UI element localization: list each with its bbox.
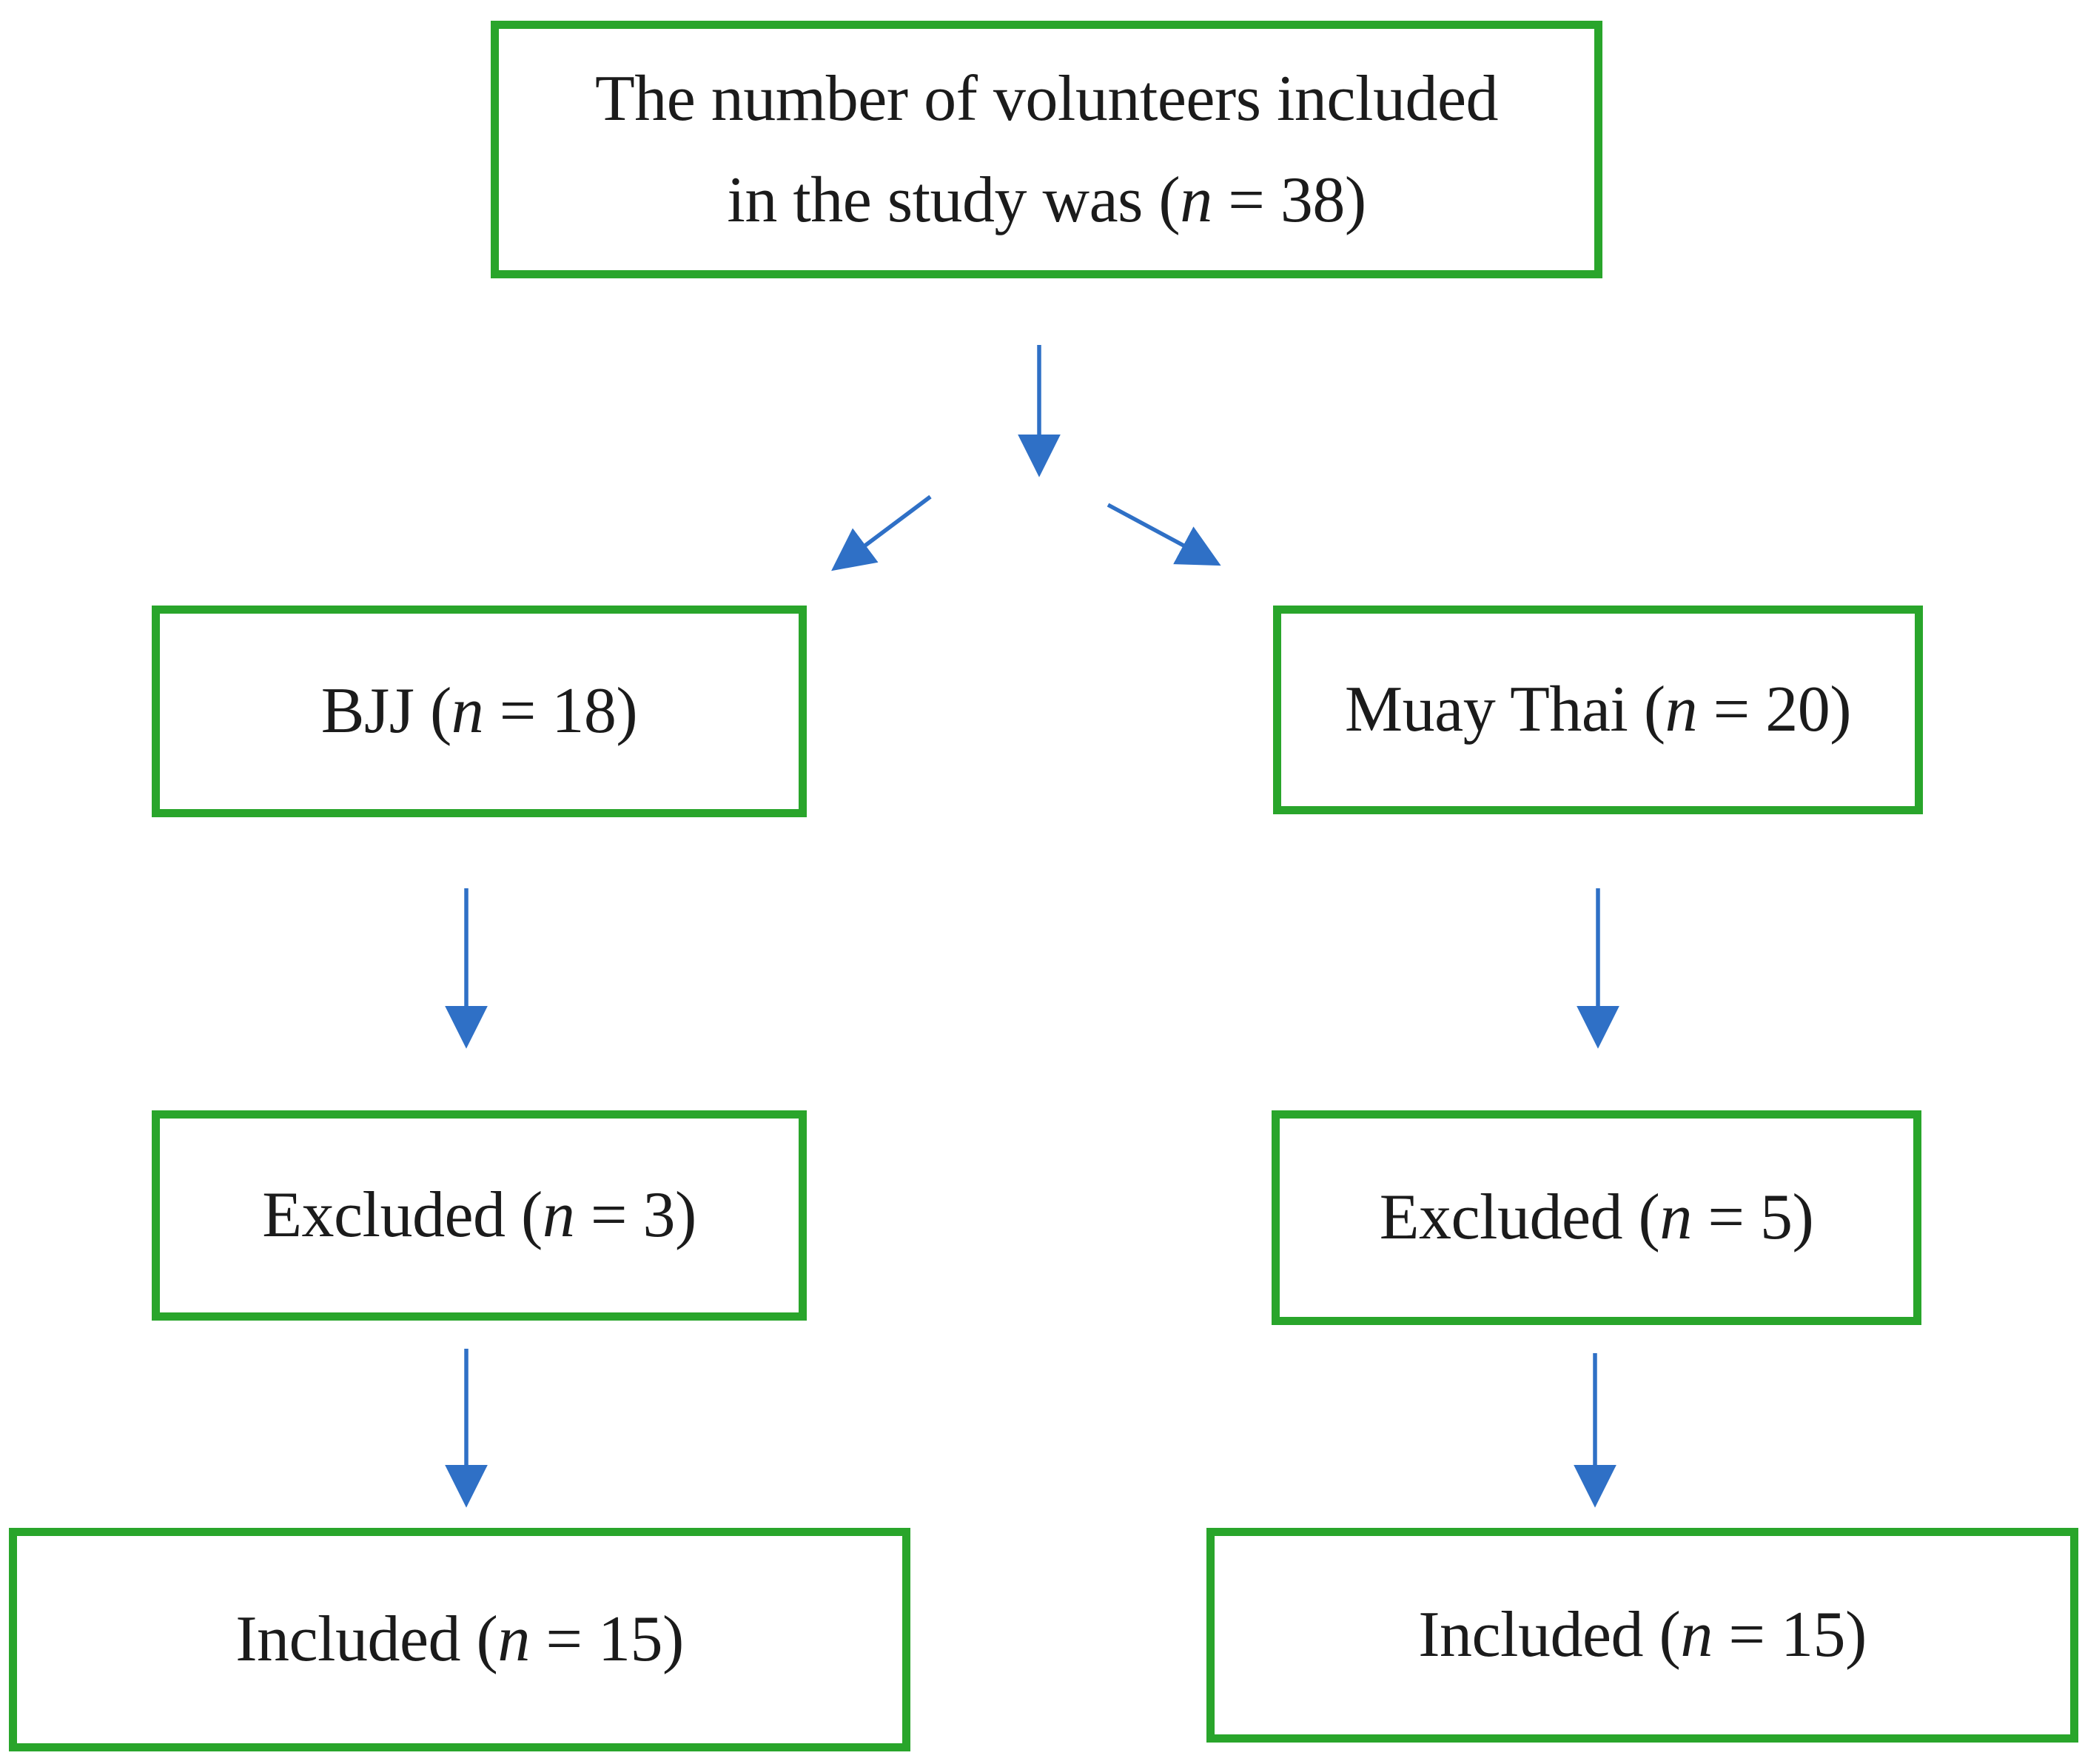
node-included-muay-thai: Included (n = 15) (1206, 1528, 2078, 1743)
label-text: = 18) (483, 675, 638, 748)
node-excluded-bjj: Excluded (n = 3) (152, 1110, 807, 1321)
label-text: = 5) (1691, 1181, 1814, 1254)
node-bjj: BJJ (n = 18) (152, 606, 807, 817)
label-text: Muay Thai ( (1344, 674, 1665, 746)
n-variable: n (497, 1603, 530, 1676)
n-variable: n (542, 1179, 575, 1252)
label-text: Excluded ( (1379, 1181, 1660, 1254)
label-text: = 15) (1712, 1599, 1867, 1671)
n-variable: n (1659, 1181, 1692, 1254)
label-text: in the study was ( (727, 164, 1181, 236)
label-text: The number of volunteers included (594, 62, 1499, 135)
node-bjj-label: BJJ (n = 18) (320, 660, 638, 762)
label-text: Included ( (1418, 1599, 1681, 1671)
node-included-bjj-label: Included (n = 15) (235, 1589, 684, 1690)
label-text: = 20) (1697, 674, 1852, 746)
arrow-split-to-muay-thai (1107, 503, 1221, 566)
node-excluded-muay-thai-label: Excluded (n = 5) (1380, 1167, 1814, 1268)
n-variable: n (1680, 1599, 1713, 1671)
node-total-line2: in the study was (n = 38) (727, 150, 1366, 251)
node-muay-thai-label: Muay Thai (n = 20) (1344, 659, 1852, 760)
label-text: Excluded ( (262, 1179, 543, 1252)
node-included-muay-thai-label: Included (n = 15) (1418, 1584, 1867, 1686)
node-included-bjj: Included (n = 15) (9, 1528, 910, 1751)
label-text: Included ( (235, 1603, 498, 1676)
label-text: = 38) (1212, 164, 1366, 236)
arrow-split-to-bjj (831, 494, 932, 571)
node-excluded-bjj-label: Excluded (n = 3) (262, 1164, 696, 1266)
n-variable: n (1180, 164, 1212, 236)
node-total-line1: The number of volunteers included (594, 48, 1499, 150)
label-text: BJJ ( (320, 675, 452, 748)
node-total-volunteers: The number of volunteers included in the… (491, 21, 1602, 278)
n-variable: n (1665, 674, 1698, 746)
label-text: = 15) (529, 1603, 684, 1676)
n-variable: n (451, 675, 484, 748)
label-text: = 3) (574, 1179, 696, 1252)
node-muay-thai: Muay Thai (n = 20) (1273, 606, 1923, 814)
node-excluded-muay-thai: Excluded (n = 5) (1272, 1110, 1921, 1325)
